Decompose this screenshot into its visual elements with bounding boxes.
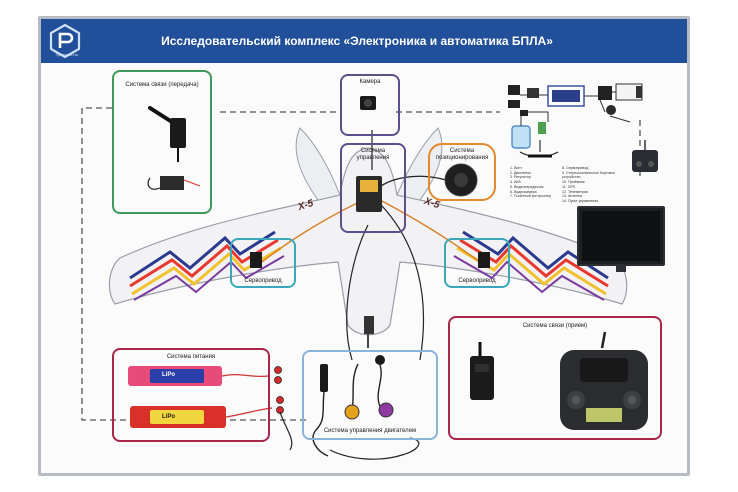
box-servo-right — [444, 238, 510, 288]
box-motor-control — [302, 350, 438, 440]
box-camera — [340, 74, 400, 136]
legend-item: 3. Регулятор — [510, 175, 531, 180]
label-motor-control: Система управления двигателем — [323, 428, 417, 434]
box-control — [340, 143, 406, 233]
box-comm-tx — [112, 70, 212, 214]
remote-controller-device — [560, 331, 648, 430]
servo-left-device — [250, 252, 262, 268]
legend-item: 9. Стереоскопическое бортовое устройство — [562, 170, 616, 180]
company-logo-icon — [49, 23, 81, 59]
legend-item: 11. GPS — [562, 184, 576, 189]
legend-column-right: 8. Сервопривод 9. Стереоскопическое борт… — [562, 166, 624, 204]
legend-item: 7. Полётный контроллер — [510, 194, 552, 199]
legend-item: 12. Телеметрия — [562, 189, 588, 194]
uav-wing — [108, 127, 628, 348]
rx-module-device — [160, 176, 184, 190]
legend-item: 10. Приёмник — [562, 180, 585, 185]
legend-item: 6. Видеокамера — [510, 189, 537, 194]
legend-item: 1. Винт — [510, 166, 523, 170]
label-control: Система управления — [356, 148, 390, 161]
label-comm-tx: Система связи (передача) — [125, 82, 199, 88]
wiring-schematic — [508, 83, 658, 172]
legend-item: 13. Антенна — [562, 194, 582, 199]
box-comm-rx — [448, 316, 662, 440]
label-positioning: Система позиционирования — [435, 148, 489, 161]
motor-gold-device — [344, 404, 360, 420]
legend-item: 5. Видеопередатчик — [510, 184, 544, 189]
legend-column-left: 1. Винт 2. Двигатель 3. Регулятор 4. АКБ… — [510, 166, 560, 199]
legend-item: 8. Сервопривод — [562, 166, 589, 170]
logo-caption: Промобот.ru — [55, 52, 79, 57]
box-positioning — [428, 143, 496, 201]
battery-bottom-label: LiPo — [162, 414, 175, 420]
header-bar: Промобот.ru Исследовательский комплекс «… — [41, 19, 687, 63]
page-title: Исследовательский комплекс «Электроника … — [161, 34, 553, 48]
box-servo-left — [230, 238, 296, 288]
monitor-stand — [616, 264, 626, 272]
legend-item: 14. Пульт управления — [562, 198, 599, 203]
box-power — [112, 348, 270, 442]
battery-top-label: LiPo — [162, 372, 175, 378]
motor-purple-device — [378, 402, 394, 418]
video-monitor — [577, 206, 665, 266]
label-servo-right: Сервопривод — [458, 278, 496, 284]
label-power: Система питания — [166, 354, 216, 360]
esc-device — [320, 364, 328, 392]
servo-right-device — [478, 252, 490, 268]
label-comm-rx: Система связи (прием) — [522, 323, 588, 329]
legend-item: 2. Двигатель — [510, 170, 531, 175]
video-transmitter-device — [170, 118, 186, 148]
legend-item: 4. АКБ — [510, 180, 521, 185]
label-servo-left: Сервопривод — [244, 278, 282, 284]
label-camera: Камера — [359, 79, 381, 85]
